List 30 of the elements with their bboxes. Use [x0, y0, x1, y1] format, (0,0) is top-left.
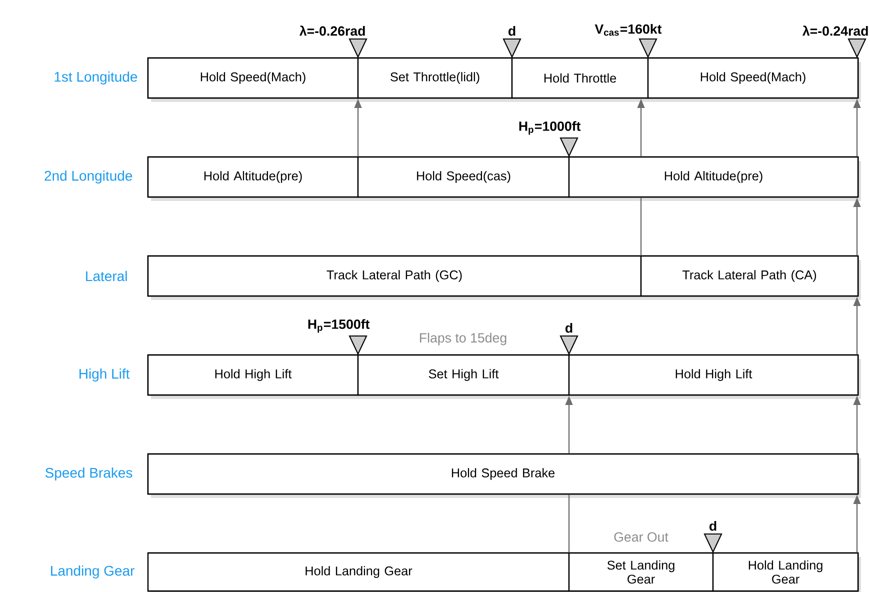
phase-cell: Set High Lift: [357, 354, 570, 396]
phase-cell: Hold Altitude(pre): [568, 156, 859, 198]
phase-cell: Hold High Lift: [568, 354, 859, 396]
event-label: λ=-0.24rad: [802, 26, 868, 36]
phase-cell: Set Landing Gear: [568, 552, 714, 592]
event-label: V$_{cas}$=160kt: [594, 24, 662, 36]
phase-cell: Set Throttle(lidl): [357, 57, 513, 99]
node-label: Speed Brakes: [45, 467, 132, 481]
event-label: d: [709, 520, 716, 531]
note-label: Flaps to 15deg: [420, 332, 506, 346]
node-label: 1st Longitude: [54, 71, 138, 85]
node-label: 2nd Longitude: [44, 170, 132, 184]
phase-cell: Hold Speed Brake: [452, 468, 555, 480]
phase-cell: Hold Speed(Mach): [147, 57, 359, 99]
node-label: High Lift: [80, 368, 130, 382]
phase-cell: Hold Altitude(pre): [147, 156, 359, 198]
event-label: d: [508, 26, 516, 36]
phase-cell: Hold Landing Gear: [712, 552, 859, 592]
event-label: λ=-0.26rad: [299, 26, 365, 36]
event-label: H$_{p}$=1500ft: [308, 319, 370, 333]
phase-cell: Hold Speed(Mach): [647, 57, 859, 99]
event-label: d: [565, 322, 572, 333]
node-label: Landing Gear: [51, 565, 134, 579]
node-label: Lateral: [86, 270, 127, 282]
phase-cell: Track Lateral Path (CA): [640, 255, 859, 297]
note-label: Gear Out: [614, 532, 668, 542]
phase-cell: Hold High Lift: [147, 354, 359, 396]
event-label: H$_{p}$=1000ft: [519, 121, 581, 135]
phase-cell: Hold Speed(cas): [357, 156, 570, 198]
phase-cell: Hold Throttle: [511, 57, 649, 99]
